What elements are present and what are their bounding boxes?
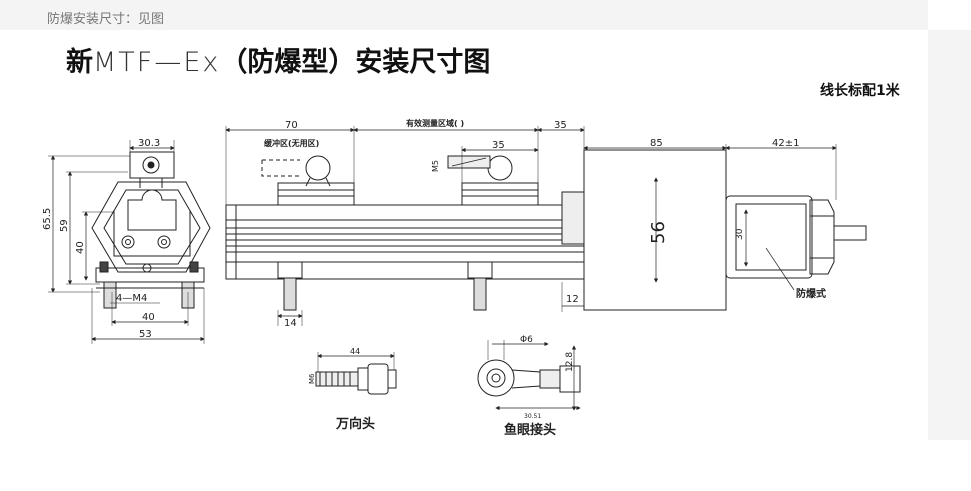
dim-side-70: 70 — [285, 120, 298, 131]
side-view — [225, 126, 867, 326]
side-left-foot — [277, 261, 303, 279]
side-left-ball — [305, 155, 331, 181]
side-explosion-head — [725, 195, 813, 279]
side-middle-ball — [487, 155, 513, 181]
title-prefix: 新 — [66, 47, 93, 78]
breadcrumb: 防爆安装尺寸：见图 — [47, 12, 165, 27]
dim-side-14: 14 — [284, 318, 297, 329]
dim-front-height-59: 59 — [59, 219, 70, 232]
title-model: MTF—Ex — [93, 47, 221, 78]
dim-side-35-inner: 35 — [492, 140, 505, 151]
side-left-slider — [277, 182, 355, 206]
dim-front-holes: 4—M4 — [116, 293, 147, 304]
side-panel — [928, 30, 971, 440]
dim-eye-30-51: 30.51 — [524, 413, 541, 420]
front-view — [48, 140, 211, 344]
title-suffix: （防爆型）安装尺寸图 — [220, 47, 491, 78]
header-bar: 防爆安装尺寸：见图 — [0, 0, 928, 30]
dim-side-85: 85 — [650, 138, 663, 149]
side-end-cap — [561, 191, 585, 245]
dim-side-35-top: 35 — [554, 120, 567, 131]
cable-length-note: 线长标配1米 — [820, 83, 900, 99]
fish-eye-joint — [477, 340, 581, 411]
dim-side-zone: 有效测量区域( ) — [406, 118, 464, 128]
universal-joint — [315, 352, 397, 395]
label-explosion-proof: 防爆式 — [796, 287, 826, 300]
dim-front-width-53: 53 — [139, 329, 152, 340]
front-hex-body — [91, 181, 211, 273]
dim-side-m5: M5 — [431, 160, 440, 172]
dim-eye-phi6: Φ6 — [520, 335, 533, 345]
dim-front-height-40: 40 — [75, 241, 86, 254]
side-rail-body — [225, 204, 585, 280]
dim-side-42: 42±1 — [772, 138, 799, 149]
dim-side-56: 56 — [648, 221, 669, 244]
page-title: 新MTF—Ex（防爆型）安装尺寸图 — [66, 40, 490, 79]
front-left-bolt — [121, 235, 135, 249]
front-top-bolt — [142, 156, 160, 174]
dim-joint-m6: M6 — [308, 373, 316, 384]
side-middle-foot — [467, 261, 493, 279]
side-cable — [833, 225, 867, 241]
dim-front-top: 30.3 — [138, 138, 160, 149]
dim-joint-44: 44 — [350, 347, 360, 356]
dim-eye-12-8: 12.8 — [565, 352, 575, 372]
side-middle-slider — [461, 182, 539, 206]
dim-front-width-40: 40 — [142, 312, 155, 323]
caption-universal-joint: 万向头 — [335, 416, 375, 432]
front-base — [95, 267, 205, 283]
side-gland-nut — [809, 199, 835, 275]
dim-side-30: 30 — [735, 228, 745, 240]
caption-fish-eye: 鱼眼接头 — [504, 422, 556, 438]
front-top-clamp — [129, 151, 175, 179]
dim-front-height-outer: 65.5 — [42, 208, 53, 230]
front-right-bolt — [157, 235, 171, 249]
dim-side-buffer: 缓冲区(无用区) — [264, 138, 319, 148]
dim-side-12: 12 — [566, 294, 579, 305]
